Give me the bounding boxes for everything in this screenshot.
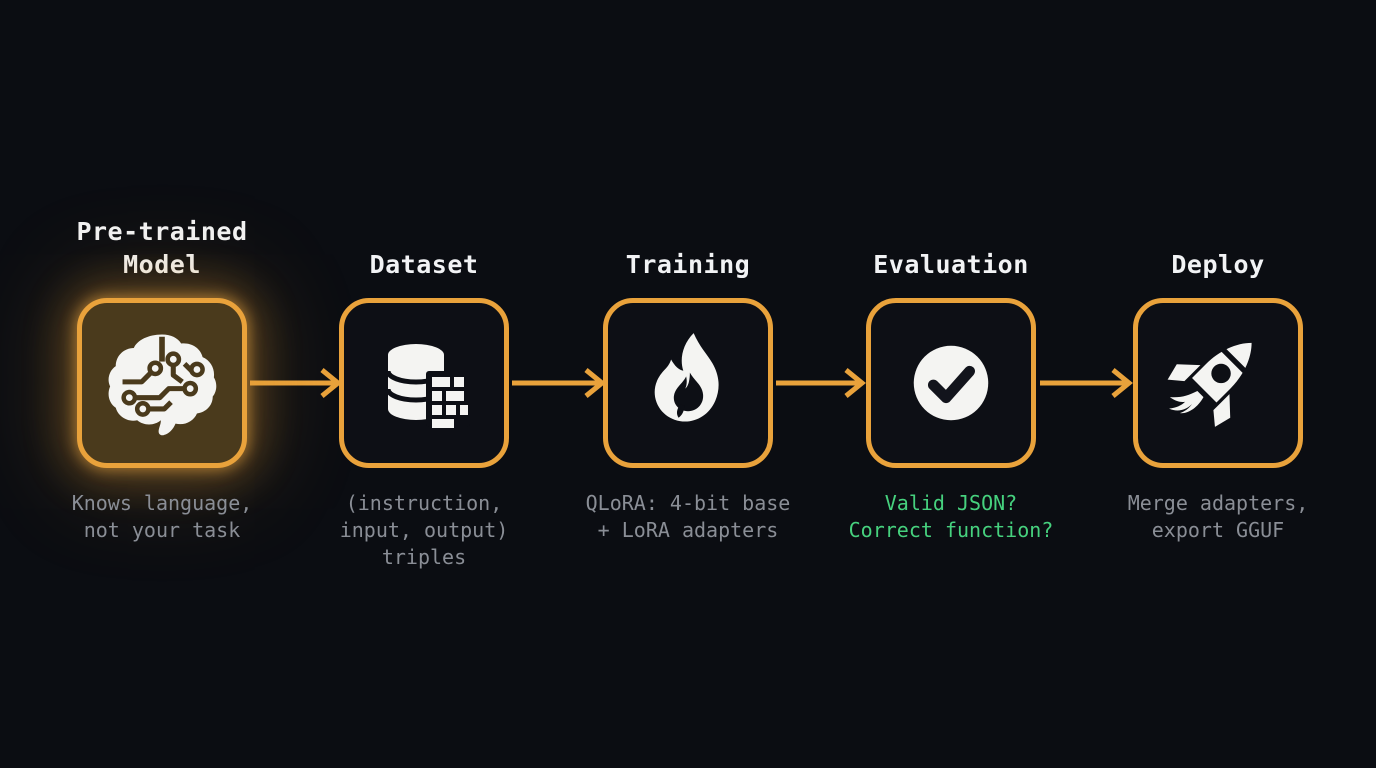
stage-caption-line: export GGUF xyxy=(1151,518,1285,542)
stage-caption: Valid JSON? Correct function? xyxy=(849,490,1054,544)
stage-caption-line: (instruction, xyxy=(345,491,503,515)
stage-caption-line: Knows language, xyxy=(71,491,253,515)
stage-caption: Knows language, not your task xyxy=(72,490,253,544)
stage-title: Training xyxy=(626,198,750,298)
stage-deploy: Deploy Merge adapters, export GGUF xyxy=(1087,198,1349,544)
stage-node-training xyxy=(603,298,773,468)
stage-node-dataset xyxy=(339,298,509,468)
stage-caption: Merge adapters, export GGUF xyxy=(1128,490,1309,544)
stage-title: Deploy xyxy=(1171,198,1264,298)
stage-title-line: Evaluation xyxy=(873,250,1029,279)
stage-evaluation: Evaluation Valid JSON? Correct function? xyxy=(820,198,1082,544)
stage-node-deploy xyxy=(1133,298,1303,468)
stage-title: Dataset xyxy=(370,198,479,298)
stage-title: Evaluation xyxy=(873,198,1029,298)
stage-title-line: Dataset xyxy=(369,250,479,279)
stage-caption-line: input, output) xyxy=(339,518,509,542)
stage-node-evaluation xyxy=(866,298,1036,468)
stage-caption: QLoRA: 4-bit base + LoRA adapters xyxy=(586,490,791,544)
flame-icon xyxy=(654,333,719,422)
stage-caption-line: QLoRA: 4-bit base xyxy=(585,491,791,515)
stage-caption-line: triples xyxy=(381,545,467,569)
stage-caption-line: Valid JSON? xyxy=(884,491,1018,515)
stage-caption-line: not your task xyxy=(83,518,241,542)
stage-title-line: Model xyxy=(123,250,201,279)
stage-caption: (instruction, input, output) triples xyxy=(340,490,509,571)
brain-circuit-icon xyxy=(108,334,217,436)
stage-caption-line: Merge adapters, xyxy=(1127,491,1309,515)
stage-training: Training QLoRA: 4-bit base + LoRA adapte… xyxy=(557,198,819,544)
stage-title-line: Training xyxy=(625,250,751,279)
stage-caption-line: Correct function? xyxy=(848,518,1054,542)
stage-caption-line: + LoRA adapters xyxy=(597,518,779,542)
database-icon xyxy=(385,344,470,428)
stage-title: Pre-trained Model xyxy=(76,198,247,298)
stage-title-line: Pre-trained xyxy=(76,217,248,246)
check-circle-icon xyxy=(913,345,989,421)
stage-dataset: Dataset xyxy=(293,198,555,571)
stage-pretrained-model: Pre-trained Model xyxy=(31,198,293,544)
stage-title-line: Deploy xyxy=(1171,250,1265,279)
rocket-icon xyxy=(1167,342,1252,427)
stage-node-pretrained-model xyxy=(77,298,247,468)
